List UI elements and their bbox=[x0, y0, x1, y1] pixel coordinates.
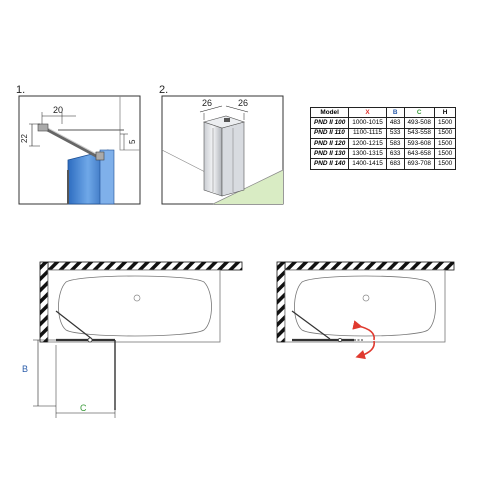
dimension-right-label: 5 bbox=[128, 139, 137, 144]
header-x: X bbox=[348, 106, 387, 119]
detail-1-stabilizer-bar: 1. 20 22 5 bbox=[16, 84, 141, 205]
glass-edge bbox=[99, 149, 115, 205]
wall-bracket bbox=[37, 123, 49, 132]
drain-icon bbox=[133, 294, 141, 302]
cell-x: 1400-1415 bbox=[348, 158, 387, 170]
detail-2-step-label: 2. bbox=[159, 84, 168, 96]
plan-view-fixed: B C bbox=[22, 261, 243, 418]
dimension-b-label: B bbox=[22, 364, 28, 374]
cell-c: 543-558 bbox=[403, 127, 435, 139]
wall-line bbox=[119, 96, 140, 151]
cell-c: 493-508 bbox=[403, 117, 435, 129]
dimension-b-label: 26 bbox=[238, 98, 248, 108]
cell-b: 683 bbox=[385, 158, 405, 170]
glass-clamp bbox=[95, 151, 105, 161]
bathtub-basin bbox=[294, 275, 436, 337]
floor-edge bbox=[212, 169, 284, 205]
table-row: PND II 110 1100-1115 533 543-558 1500 bbox=[309, 127, 457, 139]
header-c: C bbox=[403, 106, 435, 119]
cell-x: 1200-1215 bbox=[348, 137, 387, 150]
cell-h: 1500 bbox=[433, 148, 457, 160]
profile-channel bbox=[224, 118, 230, 122]
cell-model: PND II 100 bbox=[309, 117, 350, 129]
side-wall bbox=[39, 261, 49, 343]
dimension-c-label: C bbox=[80, 403, 87, 413]
dimension-left-label: 22 bbox=[20, 134, 29, 143]
cell-h: 1500 bbox=[433, 117, 457, 129]
dimension-line-a bbox=[199, 105, 223, 113]
dimension-a-label: 26 bbox=[202, 98, 212, 108]
table-header-row: Model X B C H bbox=[309, 106, 457, 119]
plan-view-swing bbox=[276, 261, 455, 360]
stabilizer-bar bbox=[291, 310, 331, 340]
swing-arrow-icon bbox=[352, 320, 375, 341]
cell-c: 693-708 bbox=[403, 158, 435, 170]
model-spec-table: Model X B C H PND II 100 1000-1015 483 4… bbox=[309, 106, 457, 170]
cell-c: 593-608 bbox=[403, 137, 435, 150]
cell-c: 643-658 bbox=[403, 148, 435, 160]
drain-icon bbox=[362, 294, 370, 302]
stabilizer-bar bbox=[55, 310, 93, 340]
side-wall bbox=[276, 261, 286, 343]
header-model: Model bbox=[309, 106, 350, 119]
cell-b: 583 bbox=[385, 137, 405, 150]
cell-h: 1500 bbox=[433, 137, 457, 150]
table-row: PND II 130 1300-1315 633 643-658 1500 bbox=[309, 148, 457, 160]
detail-2-wall-profile: 2. 26 26 bbox=[159, 84, 284, 205]
cell-model: PND II 140 bbox=[309, 158, 350, 170]
cell-model: PND II 110 bbox=[309, 127, 350, 139]
swing-arrow-icon bbox=[355, 340, 376, 360]
cell-x: 1300-1315 bbox=[348, 148, 387, 160]
detail-1-step-label: 1. bbox=[16, 84, 25, 96]
table-row: PND II 100 1000-1015 483 493-508 1500 bbox=[309, 117, 457, 129]
bathtub-basin bbox=[58, 275, 212, 337]
cell-x: 1000-1015 bbox=[348, 117, 387, 129]
stabilizer-bar-highlight bbox=[43, 125, 101, 157]
cell-x: 1100-1115 bbox=[348, 127, 387, 139]
table-row: PND II 120 1200-1215 583 593-608 1500 bbox=[309, 137, 457, 150]
stabilizer-bar bbox=[43, 126, 101, 160]
cell-model: PND II 130 bbox=[309, 148, 350, 160]
table-row: PND II 140 1400-1415 683 693-708 1500 bbox=[309, 158, 457, 170]
cell-model: PND II 120 bbox=[309, 137, 350, 150]
dimension-line-b bbox=[225, 105, 249, 113]
header-h: H bbox=[433, 106, 457, 119]
hinge-icon bbox=[338, 338, 342, 342]
cell-b: 633 bbox=[385, 148, 405, 160]
cell-b: 533 bbox=[385, 127, 405, 139]
cell-b: 483 bbox=[385, 117, 405, 129]
back-wall bbox=[284, 261, 455, 271]
back-wall bbox=[47, 261, 243, 271]
cell-h: 1500 bbox=[433, 127, 457, 139]
hinge-icon bbox=[87, 337, 93, 343]
cell-h: 1500 bbox=[433, 158, 457, 170]
dimension-top-label: 20 bbox=[53, 105, 63, 115]
header-b: B bbox=[385, 106, 405, 119]
